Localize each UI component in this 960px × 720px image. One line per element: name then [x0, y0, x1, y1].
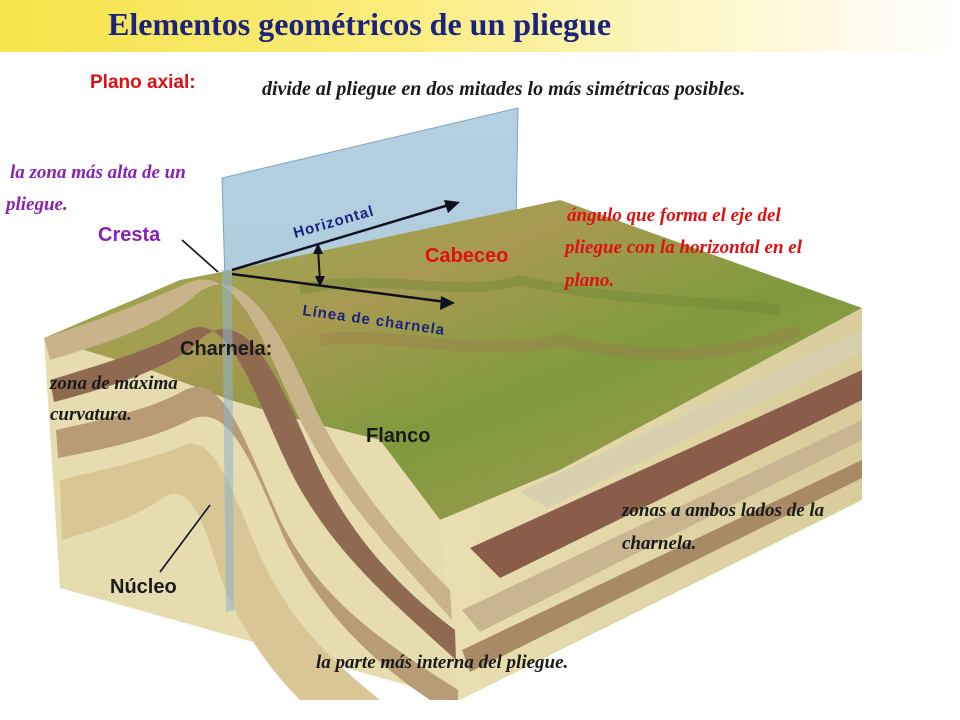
crest-leader-line: [181, 239, 219, 273]
hinge-label: Charnela:: [180, 338, 273, 360]
core-description: la parte más interna del pliegue.: [316, 652, 569, 673]
horizontal-arrow: [231, 202, 453, 272]
pitch-description-line2: pliegue con la horizontal en el: [565, 237, 802, 258]
axial-plane-label: Plano axial:: [90, 72, 196, 93]
crest-label: Cresta: [98, 224, 161, 246]
block-right-face: [440, 308, 862, 700]
pitch-label: Cabeceo: [425, 245, 509, 267]
core-label: Núcleo: [110, 576, 177, 598]
axial-plane-description: divide al pliegue en dos mitades lo más …: [262, 78, 746, 100]
pitch-description-line3: plano.: [565, 270, 615, 291]
title-bar: [0, 0, 960, 52]
pitch-description-line1: ángulo que forma el eje del: [567, 205, 781, 226]
block-top-surface: [44, 200, 862, 520]
crest-description-line2: pliegue.: [6, 194, 68, 215]
hinge-line-arrow: [231, 272, 447, 304]
limb-description-line1: zonas a ambos lados de la: [622, 500, 825, 521]
limb-description-line2: charnela.: [622, 533, 697, 554]
limb-label: Flanco: [366, 425, 431, 447]
page-title: Elementos geométricos de un pliegue: [108, 6, 612, 42]
hinge-description-line2: curvatura.: [50, 404, 132, 425]
core-leader-line: [159, 504, 211, 573]
crest-description-line1: la zona más alta de un: [10, 162, 186, 183]
hinge-description-line1: zona de máxima: [50, 373, 178, 394]
